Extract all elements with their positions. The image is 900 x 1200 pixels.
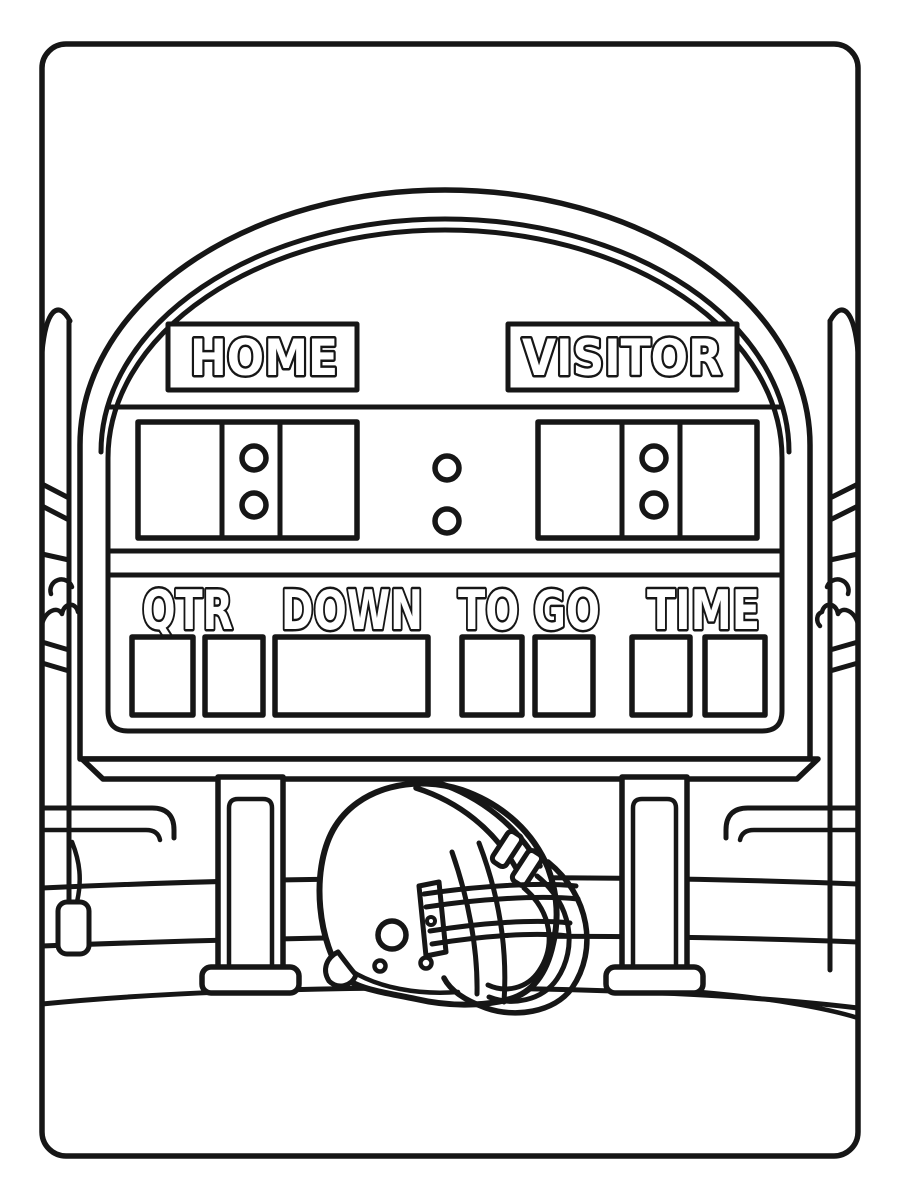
left-support-post: [199, 774, 302, 996]
facemask-bar-2-top: [427, 918, 573, 934]
right-post-inner-line: [630, 796, 679, 976]
facemask-jaw-hoop: [485, 885, 552, 992]
right-post-pedestal: [603, 964, 706, 996]
right-stand-lower-braces: [827, 639, 861, 674]
home-colon-dot-top: [239, 443, 269, 473]
left-pole-base-curve: [69, 839, 82, 905]
helmet-rivet-1: [372, 958, 388, 974]
time-boxes: [629, 634, 768, 718]
facemask-bracket-rivet: [425, 915, 437, 927]
right-stand-upper-braces: [827, 481, 861, 523]
home-label: HOME: [190, 329, 338, 387]
visitor-label-box: [505, 321, 740, 393]
to-go-box-2: [532, 634, 596, 718]
center-colon-dots: [432, 453, 462, 536]
right-stand-rail: [827, 551, 861, 563]
down-box: [272, 634, 431, 718]
left-post-inner-line: [226, 796, 275, 976]
qtr-box-1: [129, 634, 196, 718]
ground-line-right: [697, 989, 861, 1021]
facemask-bar-2-bottom: [429, 931, 571, 947]
facemask-bar-1-bottom: [423, 894, 581, 910]
time-label: TIME: [647, 579, 760, 642]
right-crowd-squiggle-1: [824, 577, 851, 597]
facemask-inner-hoop: [486, 873, 572, 1004]
qtr-boxes: [129, 634, 266, 718]
helmet-rivet-2: [418, 955, 434, 971]
scoreboard: HOME VISITOR QTR DOWN TO GO TIME: [77, 187, 821, 782]
left-bench-rail-outer: [39, 805, 177, 841]
helmet-chin-flap: [323, 949, 359, 989]
right-bench-rail-inner: [737, 827, 861, 843]
visitor-label: VISITOR: [522, 329, 722, 387]
left-bench-rail-inner: [39, 827, 163, 843]
left-crowd-squiggle-1: [48, 577, 75, 597]
to-go-label: TO GO: [458, 579, 600, 642]
time-box-1: [629, 634, 693, 718]
center-colon-dot-bottom: [432, 506, 462, 536]
left-stand-upper-braces: [39, 481, 72, 523]
right-bench-rail-outer: [723, 805, 861, 841]
visitor-score-panel: [535, 419, 760, 541]
football-helmet: [316, 779, 590, 1016]
helmet-ear-hole: [375, 918, 409, 952]
time-box-2: [702, 634, 768, 718]
left-grandstand: [39, 307, 177, 905]
to-go-box-1: [459, 634, 525, 718]
visitor-score-box: [535, 419, 760, 541]
left-stand-lower-braces: [39, 639, 72, 674]
helmet-clip-1: [489, 828, 525, 870]
helmet-bottom-contour: [347, 967, 461, 995]
right-crowd-squiggle-2: [815, 602, 861, 629]
left-stand-top-bump: [39, 307, 73, 355]
qtr-box-2: [202, 634, 266, 718]
center-colon-dot-top: [432, 453, 462, 483]
facemask-vertical-bar-1: [449, 849, 480, 997]
home-score-box: [135, 419, 360, 541]
home-colon-dot-bottom: [239, 490, 269, 520]
home-label-box: [165, 321, 360, 393]
left-pole-foot: [55, 899, 92, 957]
down-label: DOWN: [281, 579, 423, 642]
home-score-panel: [135, 419, 360, 541]
right-support-post: [603, 774, 706, 996]
facemask-vertical-bar-2: [476, 840, 508, 1005]
right-grandstand: [723, 307, 861, 973]
left-stand-rail: [39, 551, 72, 563]
facemask-outer-hoop: [441, 859, 590, 1016]
right-stand-top-bump: [827, 307, 861, 355]
facemask-bar-1-top: [421, 881, 579, 897]
to-go-boxes: [459, 634, 596, 718]
visitor-colon-dot-top: [639, 443, 669, 473]
qtr-label: QTR: [142, 579, 233, 642]
left-post-pedestal: [199, 964, 302, 996]
scoreboard-plinth: [79, 756, 821, 782]
home-score-dividers: [219, 419, 283, 541]
facemask: [416, 840, 590, 1016]
visitor-colon-dot-bottom: [639, 490, 669, 520]
scoreboard-arch-middle-line: [98, 216, 792, 455]
visitor-score-dividers: [619, 419, 683, 541]
